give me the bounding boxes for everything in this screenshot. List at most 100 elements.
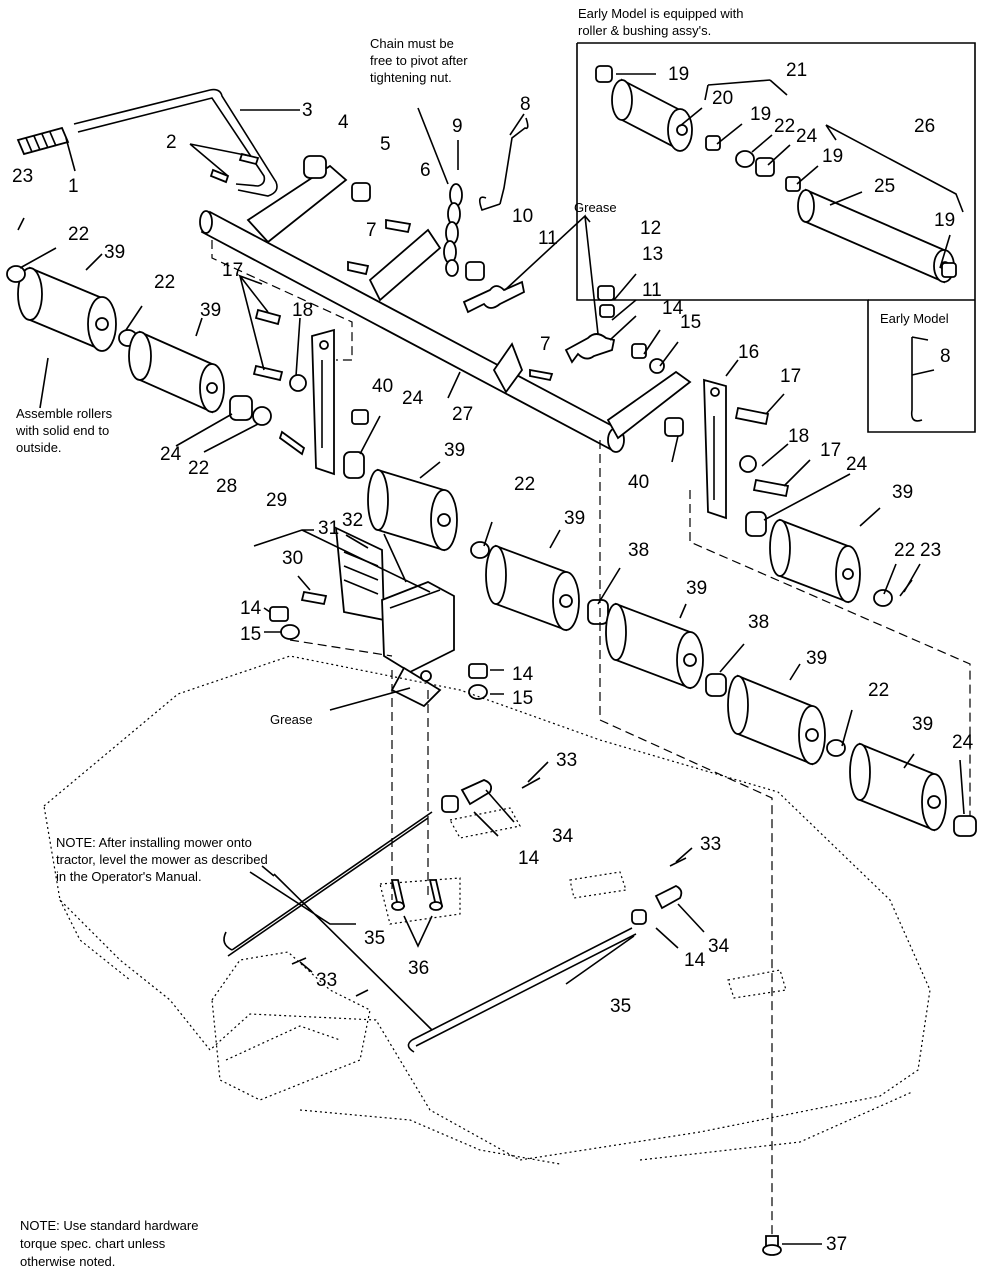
callout-19-c: 19 — [822, 146, 843, 167]
bearing-strap-11-a — [462, 280, 526, 314]
torque-note-line3: otherwise noted. — [20, 1254, 115, 1269]
callout-10: 10 — [512, 206, 533, 227]
callout-5: 5 — [380, 134, 391, 155]
callout-24-b: 24 — [402, 388, 424, 409]
callout-38-a: 38 — [628, 540, 649, 561]
callout-40-a: 40 — [372, 376, 393, 397]
lift-handle-3 — [73, 88, 278, 197]
nut-40-a — [351, 409, 369, 425]
chain-9 — [443, 183, 463, 277]
callout-1: 1 — [68, 176, 79, 197]
clevis-34-a — [460, 779, 493, 806]
callout-8-b: 8 — [940, 346, 951, 367]
callout-19-a: 19 — [668, 64, 689, 85]
callout-22-e: 22 — [868, 680, 889, 701]
callout-25: 25 — [874, 176, 895, 197]
callout-22-c: 22 — [188, 458, 209, 479]
pin-28 — [278, 430, 306, 456]
spacer-24-b — [343, 451, 365, 479]
callout-36: 36 — [408, 958, 429, 979]
roller-39-b — [128, 330, 225, 414]
spacer-24-d — [953, 815, 977, 837]
early-model-box-label: Early Model — [880, 311, 949, 326]
bolt-7-b — [529, 368, 554, 382]
callout-18-b: 18 — [788, 426, 809, 447]
callout-24-d: 24 — [952, 732, 974, 753]
grip-1 — [16, 126, 70, 156]
callout-37: 37 — [826, 1234, 847, 1255]
early-model-roller-box — [576, 42, 976, 433]
early-roller-20 — [611, 78, 693, 152]
lockwasher-13 — [599, 304, 615, 318]
callout-24-c: 24 — [846, 454, 868, 475]
callout-39-b: 39 — [200, 300, 221, 321]
callout-17-b: 17 — [780, 366, 801, 387]
callout-31: 31 — [318, 518, 339, 539]
callout-35-b: 35 — [610, 996, 631, 1017]
bolt-30 — [300, 590, 328, 606]
callout-39-d: 39 — [564, 508, 585, 529]
washer-18-a — [289, 374, 307, 392]
callout-13: 13 — [642, 244, 663, 265]
nut-12 — [597, 285, 615, 301]
roller-39-c — [367, 468, 458, 552]
callout-34-b: 34 — [708, 936, 730, 957]
level-note-line1: NOTE: After installing mower onto — [56, 835, 252, 850]
chain-note-line3: tightening nut. — [370, 70, 452, 85]
grease-label-center: Grease — [270, 712, 313, 727]
spacer-24-c — [745, 511, 767, 537]
mower-deck-outline — [43, 655, 931, 1165]
callout-6: 6 — [420, 160, 431, 181]
assemble-note-line1: Assemble rollers — [16, 406, 113, 421]
nut-10 — [465, 261, 485, 281]
callout-33-c: 33 — [316, 970, 337, 991]
washer-15-c — [468, 684, 488, 700]
callout-29: 29 — [266, 490, 287, 511]
callout-30: 30 — [282, 548, 303, 569]
bolt-17-a — [254, 308, 282, 326]
head-36-a — [391, 901, 405, 911]
callout-19-b: 19 — [750, 104, 771, 125]
pin-33-a — [521, 777, 541, 789]
callout-14-a: 14 — [662, 298, 684, 319]
pin-2 — [209, 152, 260, 184]
callout-22-g: 22 — [774, 116, 795, 137]
callout-24-a: 24 — [160, 444, 182, 465]
bolt-17-b — [252, 364, 284, 382]
washer-22-early — [735, 150, 755, 168]
callout-7-b: 7 — [540, 334, 551, 355]
hanger-bracket-16 — [703, 378, 727, 520]
nut-14-e — [631, 909, 647, 925]
callout-4: 4 — [338, 112, 349, 133]
pin-33-d — [355, 989, 369, 997]
early-model-header-line1: Early Model is equipped with — [578, 6, 743, 21]
callout-21: 21 — [786, 60, 807, 81]
spacer-38-a — [587, 599, 609, 625]
roller-39-h — [769, 518, 861, 604]
callout-22-d: 22 — [514, 474, 535, 495]
callout-23-a: 23 — [12, 166, 33, 187]
callout-40-b: 40 — [628, 472, 649, 493]
spacer-38-b — [705, 673, 727, 697]
callout-9: 9 — [452, 116, 463, 137]
torque-note-line1: NOTE: Use standard hardware — [20, 1218, 198, 1233]
callout-17-a: 17 — [222, 260, 243, 281]
washer-22-f — [873, 589, 893, 607]
nut-14-c — [468, 663, 488, 679]
callout-39-g: 39 — [912, 714, 933, 735]
callout-32: 32 — [342, 510, 363, 531]
callout-22-a: 22 — [68, 224, 89, 245]
callout-33-a: 33 — [556, 750, 577, 771]
spring-bracket-8 — [478, 117, 529, 212]
roller-39-f — [727, 674, 826, 766]
callout-3: 3 — [302, 100, 313, 121]
washer-15-b — [280, 624, 300, 640]
head-36-b — [429, 901, 443, 911]
spacer-24-a — [229, 395, 253, 421]
callout-39-e: 39 — [686, 578, 707, 599]
bolt-17-c — [734, 406, 770, 426]
assemble-note-line3: outside. — [16, 440, 62, 455]
pin-33-b — [669, 857, 687, 867]
nut-5 — [351, 182, 371, 202]
callout-38-b: 38 — [748, 612, 769, 633]
